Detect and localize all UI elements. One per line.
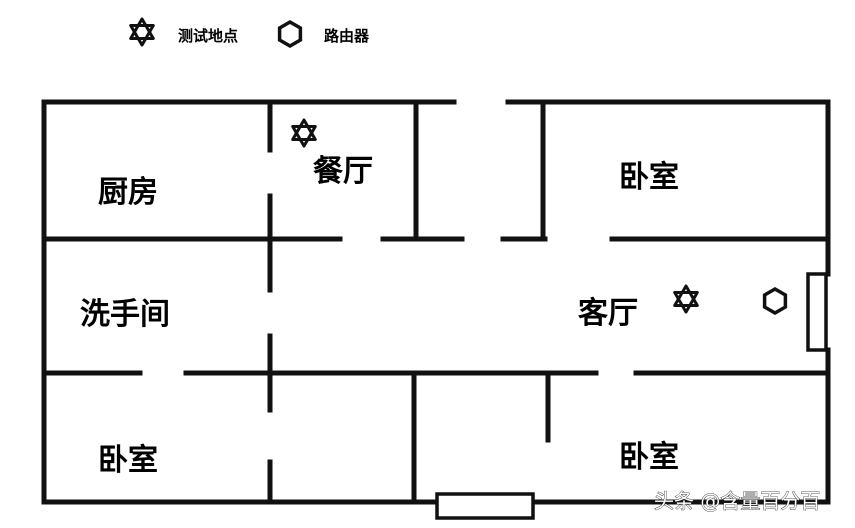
room-label-living: 客厅: [578, 296, 638, 331]
room-label-bedroom-bottom-left: 卧室: [98, 443, 158, 478]
window-right: [806, 272, 828, 352]
hexagon-icon: [277, 20, 303, 48]
star-of-david-icon: [673, 284, 699, 314]
star-of-david-icon: [291, 118, 317, 148]
window-bottom: [435, 492, 535, 520]
legend-router-label: 路由器: [324, 27, 370, 45]
star-of-david-icon: [129, 17, 155, 47]
room-label-bathroom: 洗手间: [80, 297, 170, 332]
room-label-bedroom-top-right: 卧室: [619, 160, 679, 195]
room-label-kitchen: 厨房: [98, 175, 158, 210]
walls: [41, 99, 831, 505]
room-label-dining: 餐厅: [313, 154, 373, 189]
room-label-bedroom-bottom-right: 卧室: [619, 440, 679, 475]
watermark: 头条 @含量百分百: [654, 489, 820, 513]
legend-test-point-label: 测试地点: [178, 27, 238, 45]
hexagon-icon: [762, 287, 788, 315]
legend: 测试地点 路由器: [129, 17, 370, 48]
